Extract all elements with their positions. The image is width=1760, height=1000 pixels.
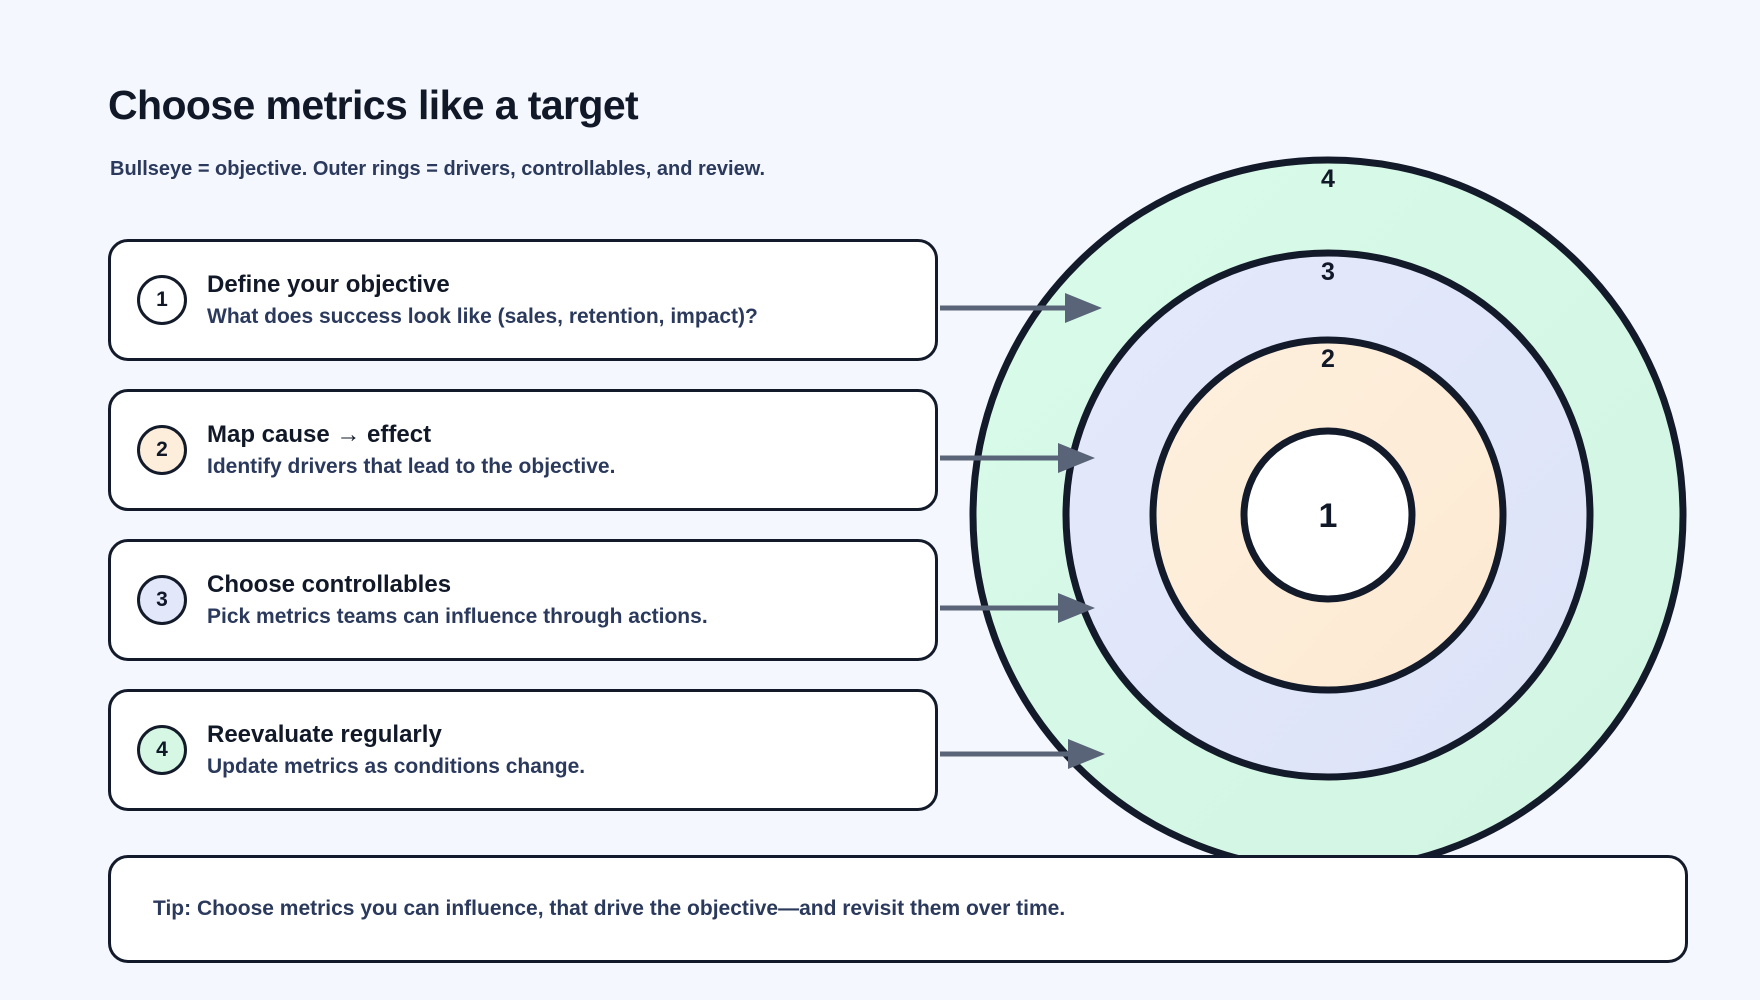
step-desc-4: Update metrics as conditions change. [207,754,586,778]
step-card-3[interactable]: 3 Choose controllables Pick metrics team… [108,539,938,661]
step-text-1: Define your objective What does success … [207,271,758,329]
step-card-4[interactable]: 4 Reevaluate regularly Update metrics as… [108,689,938,811]
step-title-1: Define your objective [207,271,450,299]
ring-label-3: 3 [1321,258,1335,286]
step-card-1[interactable]: 1 Define your objective What does succes… [108,239,938,361]
step-badge-4: 4 [137,725,187,775]
step-desc-1: What does success look like (sales, rete… [207,304,758,328]
step-text-4: Reevaluate regularly Update metrics as c… [207,721,585,779]
step-title-4: Reevaluate regularly [207,721,442,749]
step-title-3: Choose controllables [207,571,452,599]
step-desc-3: Pick metrics teams can influence through… [207,604,708,628]
step-desc-2: Identify drivers that lead to the object… [207,454,616,478]
step-text-2: Map cause → effect Identify drivers that… [207,421,615,479]
bullseye-target-graphic: 4 3 2 1 [968,155,1688,875]
step-badge-1: 1 [137,275,187,325]
step-badge-2: 2 [137,425,187,475]
page-title: Choose metrics like a target [108,82,639,128]
ring-label-4: 4 [1321,165,1335,193]
step-card-2[interactable]: 2 Map cause → effect Identify drivers th… [108,389,938,511]
ring-label-1: 1 [1319,497,1338,535]
page-subtitle: Bullseye = objective. Outer rings = driv… [110,158,766,180]
step-badge-3: 3 [137,575,187,625]
step-text-3: Choose controllables Pick metrics teams … [207,571,708,629]
tip-bar: Tip: Choose metrics you can influence, t… [108,855,1688,963]
ring-label-2: 2 [1321,345,1335,373]
step-title-2: Map cause → effect [207,421,432,449]
tip-text: Tip: Choose metrics you can influence, t… [153,897,1066,920]
ring-1-bullseye [1240,427,1416,603]
